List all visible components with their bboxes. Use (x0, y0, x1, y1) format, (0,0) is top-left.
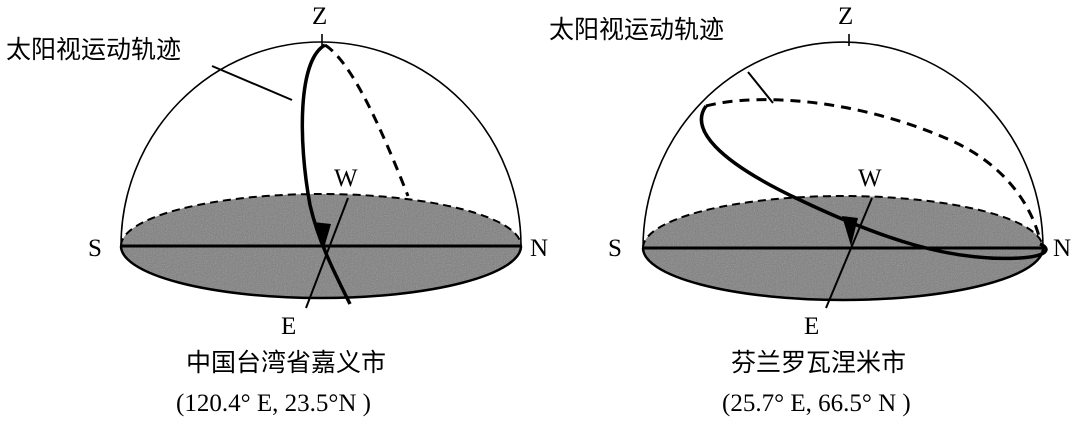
left-ground-front-edge (119, 245, 523, 300)
left-sun-path-callout: 太阳视运动轨迹 (6, 35, 182, 64)
right-east-label: E (804, 313, 820, 340)
left-sky-dome (120, 41, 522, 247)
right-sun-path-front (699, 104, 1048, 261)
left-zenith-label: Z (312, 3, 328, 30)
right-ground-front-edge (641, 247, 1045, 302)
right-east-west-line (825, 197, 873, 309)
left-east-label: E (281, 313, 297, 340)
left-west-label: W (334, 165, 358, 192)
left-diagram (119, 34, 523, 309)
right-sky-dome (642, 41, 1044, 249)
right-north-label: N (1053, 235, 1072, 262)
right-direction-arrow (842, 216, 858, 246)
right-west-label: W (858, 165, 882, 192)
left-south-label: S (88, 235, 102, 262)
left-direction-arrow (313, 222, 331, 248)
right-place-name: 芬兰罗瓦涅米市 (731, 348, 907, 377)
right-coordinates: (25.7° E, 66.5° N ) (722, 390, 911, 417)
left-callout-leader (211, 65, 293, 101)
left-sun-path-back (324, 43, 410, 197)
left-north-label: N (530, 235, 549, 262)
right-sun-path-callout: 太阳视运动轨迹 (549, 15, 725, 44)
right-ground-back-edge (642, 195, 1044, 249)
left-sun-path-front (300, 43, 352, 305)
left-place-name: 中国台湾省嘉义市 (186, 348, 387, 377)
left-ground-back-edge (120, 193, 522, 247)
right-callout-leader (747, 71, 774, 104)
left-coordinates: (120.4° E, 23.5°N ) (176, 390, 371, 417)
right-sun-path-back (705, 98, 1042, 241)
right-diagram (641, 34, 1048, 309)
right-south-label: S (608, 235, 622, 262)
right-zenith-label: Z (838, 3, 854, 30)
